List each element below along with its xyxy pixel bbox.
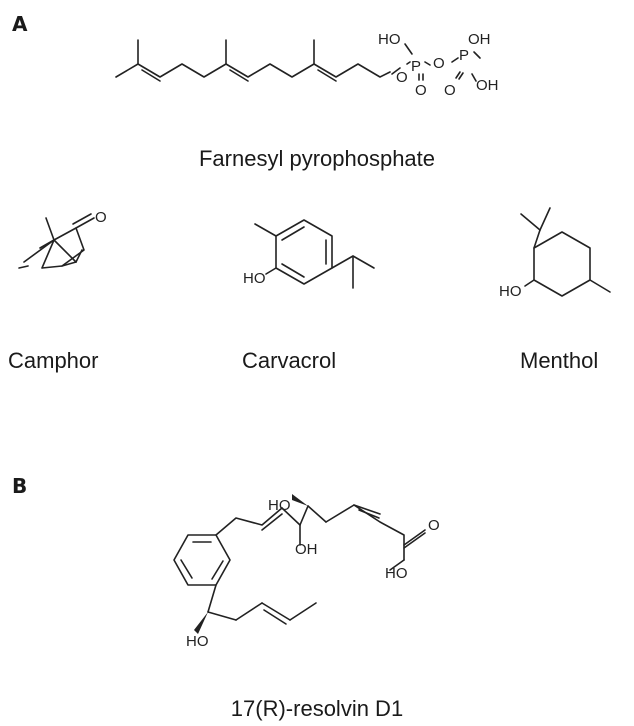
panel-label-a: A [12,12,28,36]
carvacrol-structure: HO [243,219,375,289]
carvacrol-ho: HO [243,270,266,287]
camphor-structure: O [18,209,107,269]
fpp-p-2: P [459,47,469,64]
fpp-oh-1: OH [468,31,491,48]
fpp-o-double-2: O [444,82,456,99]
caption-carvacrol: Carvacrol [242,348,337,373]
fpp-o-ester: O [396,69,408,86]
caption-resolvin-d1: 17(R)-resolvin D1 [230,696,404,721]
farnesyl-pyrophosphate-structure: O HO P O O P OH O OH [115,31,499,99]
menthol-structure: HO [499,207,611,300]
resolvin-oh-mid: OH [295,541,318,558]
camphor-o: O [95,209,107,226]
fpp-oh-2: OH [476,77,499,94]
resolvin-ho-acid: HO [385,565,408,582]
fpp-o-bridge: O [433,55,445,72]
caption-menthol: Menthol [520,348,599,373]
caption-farnesyl-pyrophosphate: Farnesyl pyrophosphate [198,146,436,171]
panel-label-b: B [12,474,28,498]
resolvin-ho-bottom: HO [186,633,209,650]
fpp-o-double-1: O [415,82,427,99]
menthol-ho: HO [499,283,522,300]
fpp-p-1: P [411,58,421,75]
resolvin-o-acid: O [428,517,440,534]
resolvin-d1-structure: HO OH HO O HO [173,494,440,650]
resolvin-ho-top: HO [268,497,291,514]
caption-camphor: Camphor [8,348,99,373]
fpp-ho-1: HO [378,31,401,48]
